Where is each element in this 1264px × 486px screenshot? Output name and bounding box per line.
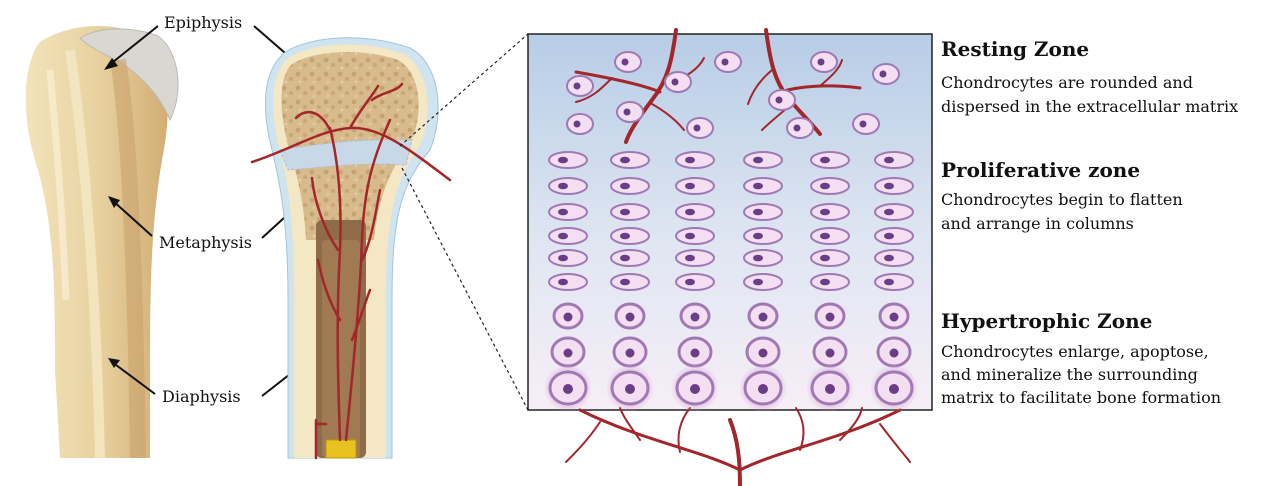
chondrocyte-nucleus xyxy=(620,279,630,286)
bone-cross-section xyxy=(252,38,450,458)
chondrocyte-nucleus xyxy=(818,59,825,66)
chondrocyte-nucleus xyxy=(889,384,899,394)
chondrocyte-nucleus xyxy=(753,279,763,286)
diaphysis-label: Diaphysis xyxy=(162,387,241,406)
chondrocyte-nucleus xyxy=(691,313,700,322)
chondrocyte-nucleus xyxy=(626,313,635,322)
chondrocyte-nucleus xyxy=(826,313,835,322)
hypertrophic-zone-line-1: Chondrocytes enlarge, apoptose, xyxy=(941,342,1209,361)
chondrocyte-nucleus xyxy=(625,384,635,394)
chondrocyte-nucleus xyxy=(776,97,783,104)
chondrocyte-nucleus xyxy=(820,157,830,164)
chondrocyte-nucleus xyxy=(759,349,768,358)
chondrocyte-nucleus xyxy=(626,349,635,358)
chondrocyte-nucleus xyxy=(890,313,899,322)
chondrocyte-nucleus xyxy=(758,384,768,394)
chondrocyte-nucleus xyxy=(820,209,830,216)
hypertrophic-zone-line-2: and mineralize the surrounding xyxy=(941,365,1198,384)
yellow-marrow xyxy=(326,440,356,458)
chondrocyte-nucleus xyxy=(880,71,887,78)
metaphysis-label: Metaphysis xyxy=(159,233,252,252)
chondrocyte-nucleus xyxy=(694,125,701,132)
chondrocyte-nucleus xyxy=(685,183,695,190)
chondrocyte-nucleus xyxy=(884,279,894,286)
zoom-line xyxy=(402,168,528,410)
chondrocyte-nucleus xyxy=(620,183,630,190)
chondrocyte-nucleus xyxy=(558,279,568,286)
chondrocyte-nucleus xyxy=(691,349,700,358)
chondrocyte-nucleus xyxy=(685,209,695,216)
chondrocyte-nucleus xyxy=(884,209,894,216)
chondrocyte-nucleus xyxy=(563,384,573,394)
chondrocyte-nucleus xyxy=(884,233,894,240)
chondrocyte-nucleus xyxy=(890,349,899,358)
chondrocyte-nucleus xyxy=(558,157,568,164)
chondrocyte-nucleus xyxy=(820,233,830,240)
chondrocyte-nucleus xyxy=(884,183,894,190)
chondrocyte-nucleus xyxy=(574,83,581,90)
chondrocyte-nucleus xyxy=(620,233,630,240)
chondrocyte-nucleus xyxy=(558,233,568,240)
resting-zone-title: Resting Zone xyxy=(941,37,1089,61)
chondrocyte-nucleus xyxy=(884,255,894,262)
chondrocyte-nucleus xyxy=(624,109,631,116)
proliferative-zone-line-2: and arrange in columns xyxy=(941,214,1134,233)
hypertrophic-zone-title: Hypertrophic Zone xyxy=(941,309,1152,333)
chondrocyte-nucleus xyxy=(685,279,695,286)
chondrocyte-nucleus xyxy=(690,384,700,394)
chondrocyte-nucleus xyxy=(558,183,568,190)
chondrocyte-nucleus xyxy=(820,279,830,286)
proliferative-zone-title: Proliferative zone xyxy=(941,158,1140,182)
chondrocyte-nucleus xyxy=(685,157,695,164)
chondrocyte-nucleus xyxy=(753,233,763,240)
chondrocyte-nucleus xyxy=(794,125,801,132)
growth-plate-panel xyxy=(528,30,932,486)
chondrocyte-nucleus xyxy=(620,255,630,262)
chondrocyte-nucleus xyxy=(672,79,679,86)
hypertrophic-zone-vessels xyxy=(566,408,910,486)
chondrocyte-nucleus xyxy=(860,121,867,128)
epiphysis-label: Epiphysis xyxy=(164,13,242,32)
chondrocyte-nucleus xyxy=(620,157,630,164)
proliferative-zone-line-1: Chondrocytes begin to flatten xyxy=(941,190,1183,209)
hypertrophic-zone-line-3: matrix to facilitate bone formation xyxy=(941,388,1221,407)
chondrocyte-nucleus xyxy=(558,255,568,262)
chondrocyte-nucleus xyxy=(826,349,835,358)
resting-zone-line-2: dispersed in the extracellular matrix xyxy=(941,97,1238,116)
chondrocyte-nucleus xyxy=(820,255,830,262)
resting-zone-line-1: Chondrocytes are rounded and xyxy=(941,73,1193,92)
chondrocyte-nucleus xyxy=(825,384,835,394)
chondrocyte-nucleus xyxy=(753,255,763,262)
chondrocyte-nucleus xyxy=(759,313,768,322)
chondrocyte-nucleus xyxy=(685,255,695,262)
zone-descriptions: Resting Zone Chondrocytes are rounded an… xyxy=(941,37,1238,407)
chondrocyte-nucleus xyxy=(753,157,763,164)
chondrocyte-nucleus xyxy=(564,349,573,358)
chondrocyte-nucleus xyxy=(753,209,763,216)
chondrocyte-nucleus xyxy=(722,59,729,66)
chondrocyte-nucleus xyxy=(820,183,830,190)
chondrocyte-nucleus xyxy=(574,121,581,128)
chondrocyte-nucleus xyxy=(620,209,630,216)
chondrocyte-nucleus xyxy=(753,183,763,190)
chondrocyte-nucleus xyxy=(685,233,695,240)
chondrocyte-nucleus xyxy=(884,157,894,164)
chondrocyte-nucleus xyxy=(558,209,568,216)
chondrocyte-nucleus xyxy=(622,59,629,66)
chondrocyte-nucleus xyxy=(564,313,573,322)
